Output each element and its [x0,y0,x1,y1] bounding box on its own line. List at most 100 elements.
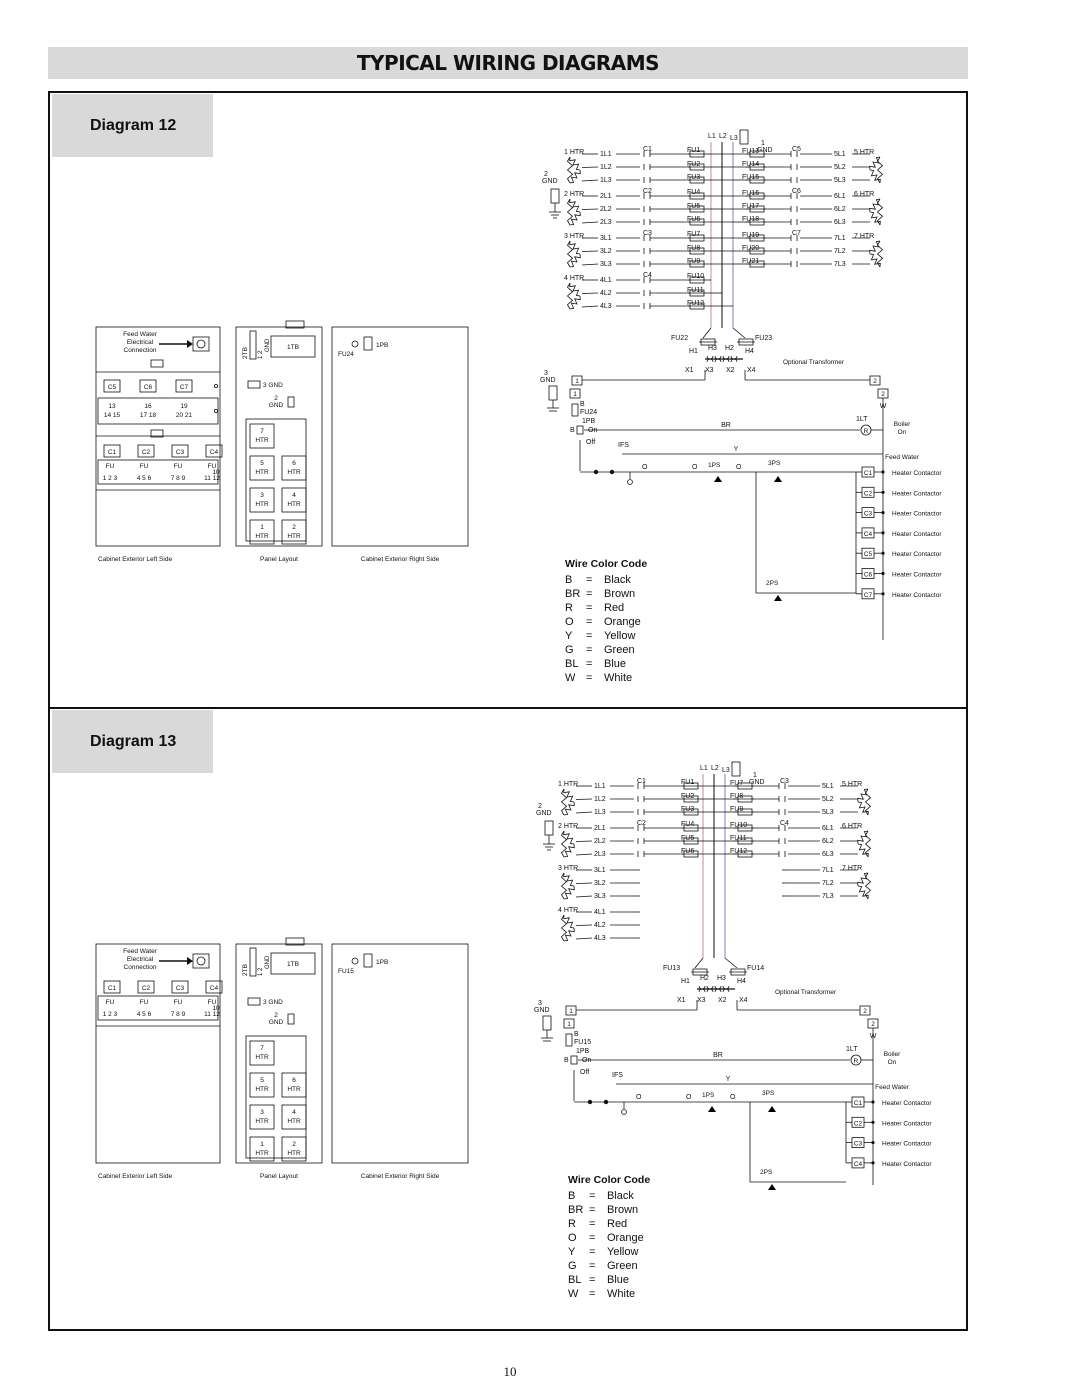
gnd-label: GND [542,178,558,185]
contactor-label: C4 [210,449,219,456]
line-label: 2L2 [594,838,606,845]
contactor-label: C4 [643,272,652,279]
on-label: On [588,427,597,434]
legend-eq: = [586,644,593,656]
heater-box [281,487,307,513]
legend-name: White [607,1288,636,1300]
heater-resistor [569,282,581,297]
heater-label: 7 HTR [842,865,862,872]
legend-name: Black [607,1190,634,1202]
fuse-label: FU9 [687,258,700,265]
line-label: 5L1 [834,151,846,158]
wire [724,957,738,969]
heater-resistor [563,830,575,845]
pb-label: 1PB [376,342,388,349]
gnd-block [247,997,261,1006]
legend-name: Red [607,1218,628,1230]
fuse-subnumbers: 7 8 9 [171,475,186,482]
legend-eq: = [589,1246,596,1258]
pushbutton-circle [351,957,359,965]
contactor-label: C3 [176,985,185,992]
heater-resistor [869,169,881,184]
fuse-label: FU24 [580,409,597,416]
feed-water-label: Feed Water [875,1084,910,1091]
line-label: 7L3 [822,893,834,900]
wire-y-label: Y [726,1076,731,1083]
contactor-box [205,980,223,994]
fuse-label: FU8 [730,793,743,800]
fuse-label: FU [208,999,217,1006]
control-terminal [859,1005,871,1016]
pressure-switch-icon [768,1184,776,1190]
x-label: X3 [705,367,714,374]
wire-b-label: B [564,1057,569,1064]
arrowhead-icon [187,957,193,965]
line-label: 2L1 [600,193,612,200]
coil-description: Heater Contactor [892,592,942,599]
ifs-label: IFS [612,1072,623,1079]
lt-label: 1LT [856,416,868,423]
line-label: 3L2 [594,880,606,887]
wire-o-label: O [636,1094,642,1101]
connection-port [192,953,210,969]
heater-number: 5 [260,460,264,467]
feed-water-label: Feed Water [123,948,158,955]
contactor-label: C4 [210,985,219,992]
h-label: H1 [689,348,698,355]
terminal-number: 1 [573,391,577,398]
heater-label: 6 HTR [842,823,862,830]
gnd-block [247,380,261,389]
diagram-12-label: Diagram 12 [52,94,213,157]
legend-row: R=Red [565,601,647,615]
contactor-label: C5 [792,146,801,153]
control-terminal [869,375,881,386]
line-label: 1L1 [594,783,606,790]
legend-eq: = [589,1204,596,1216]
coil-description: Heater Contactor [892,531,942,538]
legend-eq: = [589,1260,596,1272]
legend-code: G [568,1260,577,1272]
heater-label: HTR [287,1118,301,1125]
electrical-label: Electrical [127,956,154,963]
fuse-label: FU4 [687,189,700,196]
fuse-subnumbers: 7 8 9 [171,1011,186,1018]
legend-name: Blue [607,1274,630,1286]
heater-resistor [563,801,575,816]
legend-name: Yellow [604,630,636,642]
heater-resistor [563,927,575,942]
connection-label: Connection [124,964,157,971]
ground-terminal-icon [542,1015,552,1031]
heater-box [281,1104,307,1130]
x-label: X4 [747,367,756,374]
legend-eq: = [589,1288,596,1300]
pressure-switch-icon [714,476,722,482]
heater-label: HTR [287,1086,301,1093]
h-label: H2 [700,975,709,982]
switch-terminal [593,469,599,475]
pushbutton-icon [570,1055,578,1065]
heater-resistor [560,788,568,816]
junction-dot [871,1100,875,1104]
fuse-label: FU5 [687,203,700,210]
legend-eq: = [586,658,593,670]
wire [581,292,599,294]
fuse-label: FU19 [742,232,759,239]
x-label: X4 [739,997,748,1004]
heater-resistor [857,885,869,900]
heater-resistor [857,801,869,816]
legend-row: G=Green [568,1259,650,1273]
heater-resistor [869,253,881,268]
line-label: 4L2 [594,922,606,929]
boiler-on-label: On [898,429,907,436]
legend-code: B [568,1190,576,1202]
heater-label: HTR [255,533,269,540]
junction-dot [871,1120,875,1124]
coil-label: C4 [854,1161,863,1168]
legend-code: R [565,602,573,614]
heater-number: 4 [292,492,296,499]
coil-description: Heater Contactor [892,490,942,497]
heater-resistor [563,843,575,858]
contactor-label: C2 [142,449,151,456]
heater-resistor [876,156,884,184]
